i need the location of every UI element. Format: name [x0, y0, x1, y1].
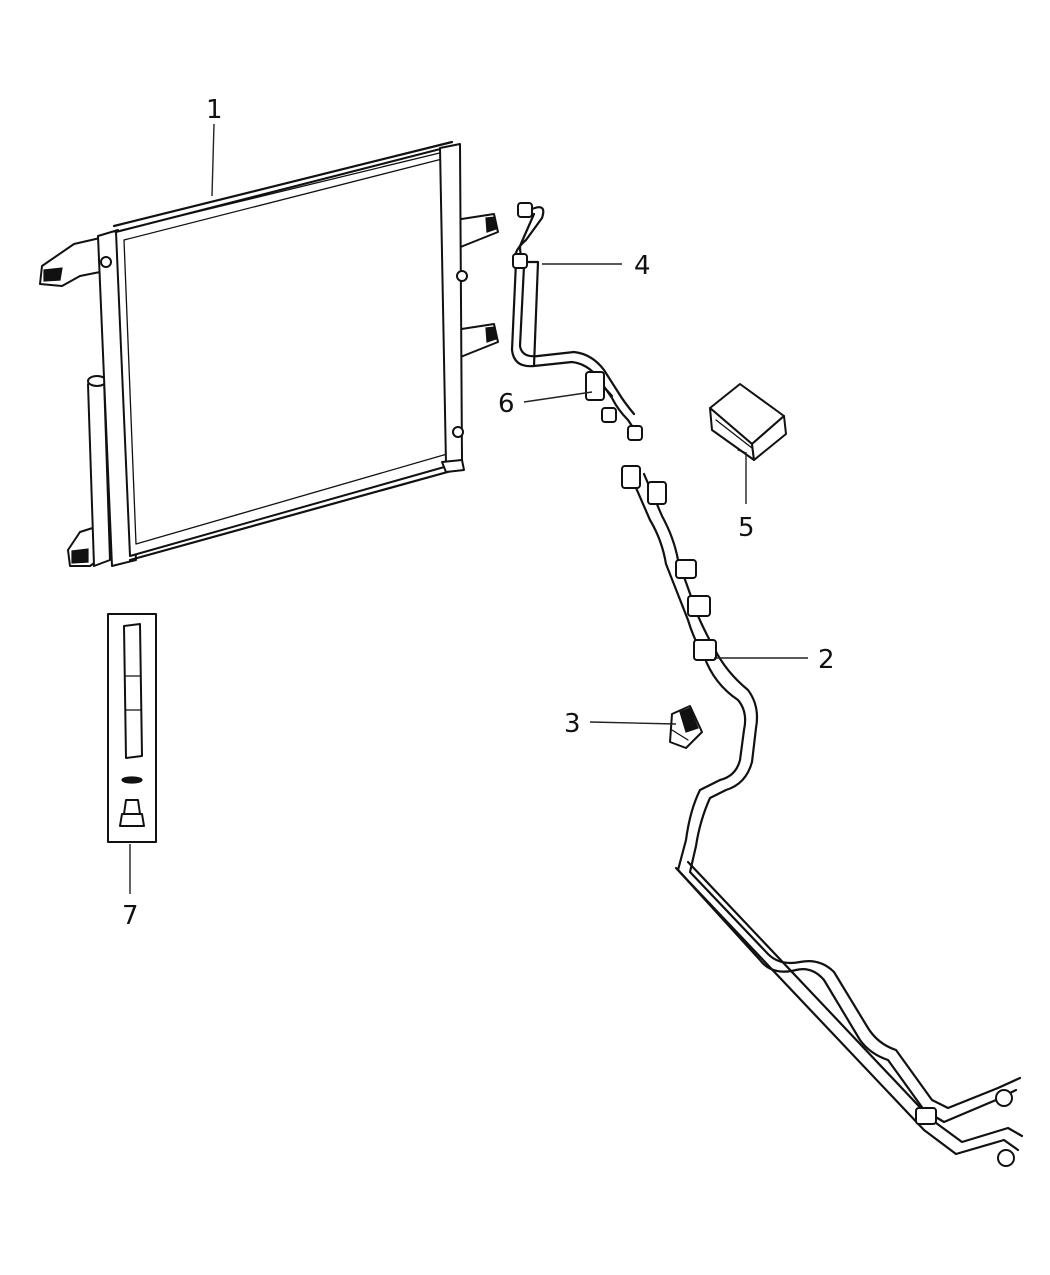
ac-line-part-2 [621, 465, 1024, 1167]
callout-4: 4 [634, 251, 651, 281]
callout-5: 5 [738, 513, 755, 543]
condenser-part-1 [39, 140, 499, 567]
kit-part-7 [107, 613, 157, 843]
leader-1 [211, 123, 215, 197]
callout-6: 6 [498, 389, 515, 419]
ac-line-part-4 [510, 202, 643, 441]
callout-7: 7 [122, 901, 139, 931]
clip-part-3 [669, 705, 703, 749]
leader-6 [523, 391, 593, 403]
callout-2: 2 [818, 645, 835, 675]
label-part-5 [709, 383, 787, 461]
leader-3 [589, 721, 677, 725]
callout-3: 3 [564, 709, 581, 739]
callout-1: 1 [206, 95, 223, 125]
